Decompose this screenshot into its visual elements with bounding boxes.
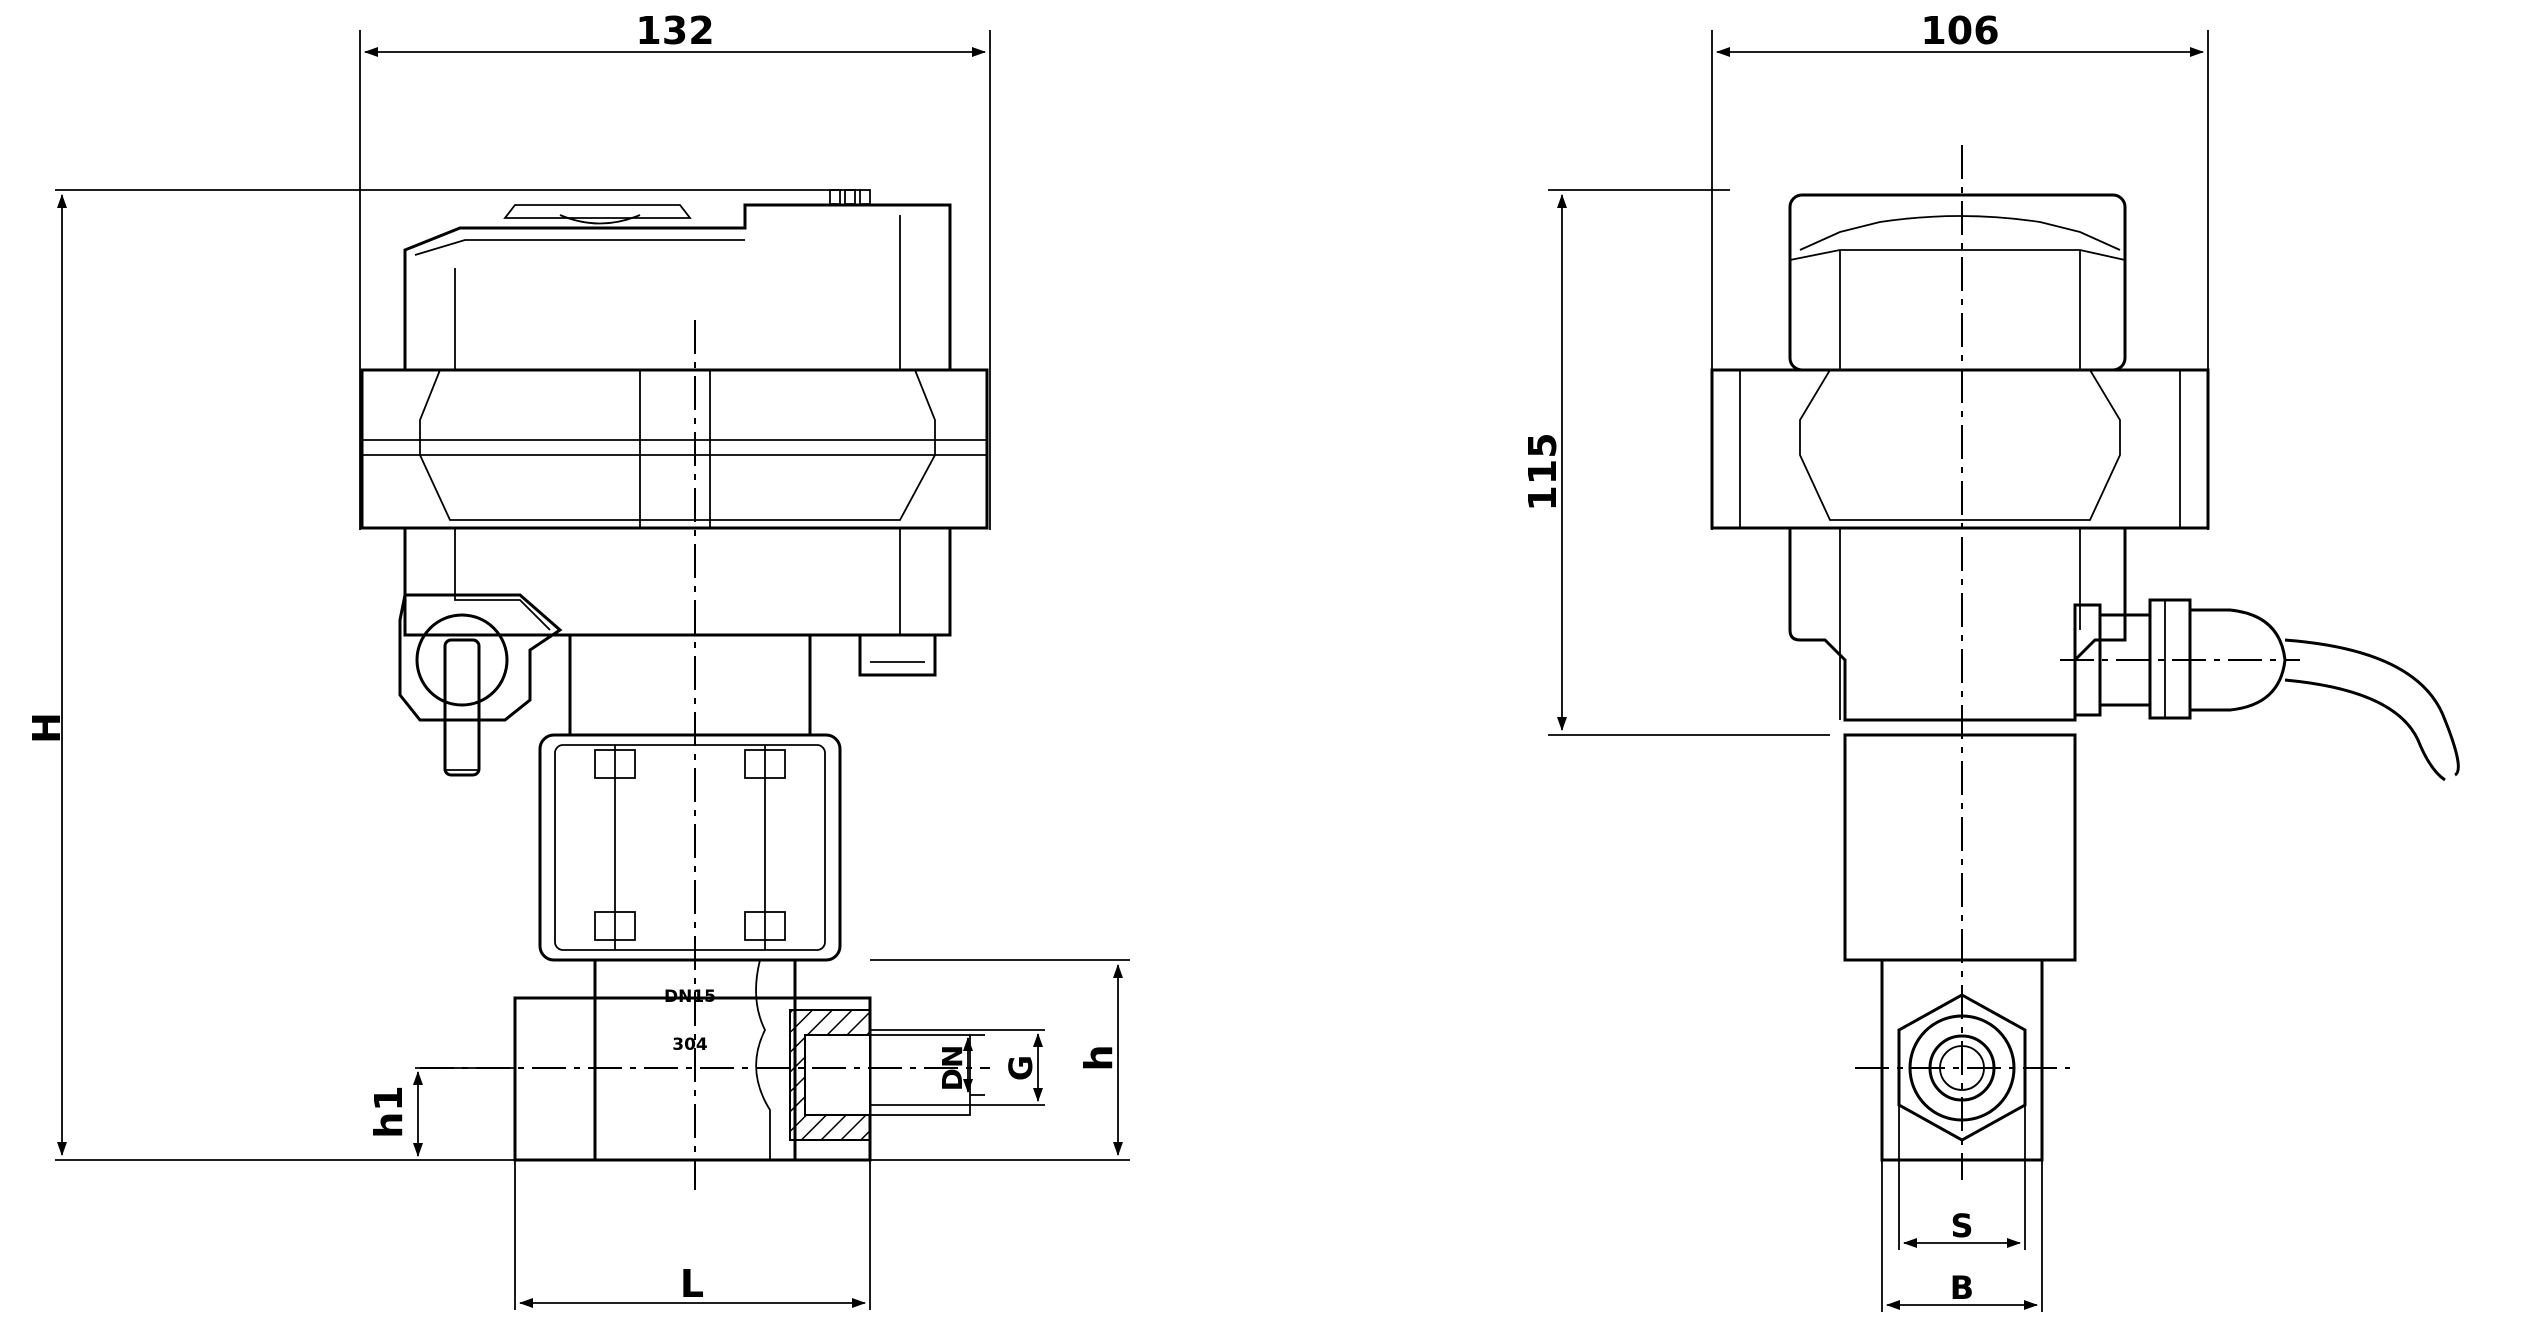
b-dimension: B bbox=[1881, 1160, 2043, 1312]
side-view: 106 115 bbox=[1521, 9, 2460, 1312]
front-width-label: 132 bbox=[635, 9, 714, 53]
valve-body: DN15 304 bbox=[513, 958, 971, 1162]
front-height-label: H bbox=[25, 712, 69, 744]
body-label-material: 304 bbox=[672, 1035, 708, 1055]
manual-override-handle bbox=[398, 593, 563, 777]
body-label-size: DN15 bbox=[664, 987, 716, 1007]
connector-block bbox=[858, 633, 937, 677]
h1-label: h1 bbox=[367, 1085, 411, 1139]
length-label: L bbox=[680, 1262, 704, 1306]
dn-label: DN bbox=[936, 1045, 969, 1092]
actuator-housing bbox=[360, 189, 989, 637]
g-dimension: G bbox=[870, 1029, 1045, 1106]
dn-dimension: DN bbox=[936, 1034, 985, 1096]
side-width-label: 106 bbox=[1920, 9, 1999, 53]
length-dimension: L bbox=[514, 1160, 871, 1310]
s-label: S bbox=[1950, 1207, 1973, 1245]
front-width-dimension: 132 bbox=[359, 9, 991, 530]
mounting-bracket bbox=[538, 633, 842, 962]
h-dimension: h bbox=[870, 959, 1130, 1156]
h1-dimension: h1 bbox=[367, 1067, 515, 1157]
side-actuator-housing bbox=[1710, 193, 2210, 722]
side-width-dimension: 106 bbox=[1711, 9, 2209, 530]
front-view: 132 H bbox=[25, 9, 1130, 1310]
side-height-dimension: 115 bbox=[1521, 189, 1830, 736]
cable-gland bbox=[2073, 598, 2460, 782]
side-bracket bbox=[1843, 733, 2077, 1162]
front-height-dimension: H bbox=[25, 189, 1130, 1161]
s-dimension: S bbox=[1898, 1105, 2026, 1250]
h-label: h bbox=[1077, 1044, 1121, 1071]
g-label: G bbox=[1002, 1055, 1040, 1081]
side-height-label: 115 bbox=[1521, 432, 1565, 511]
b-label: B bbox=[1950, 1269, 1974, 1307]
